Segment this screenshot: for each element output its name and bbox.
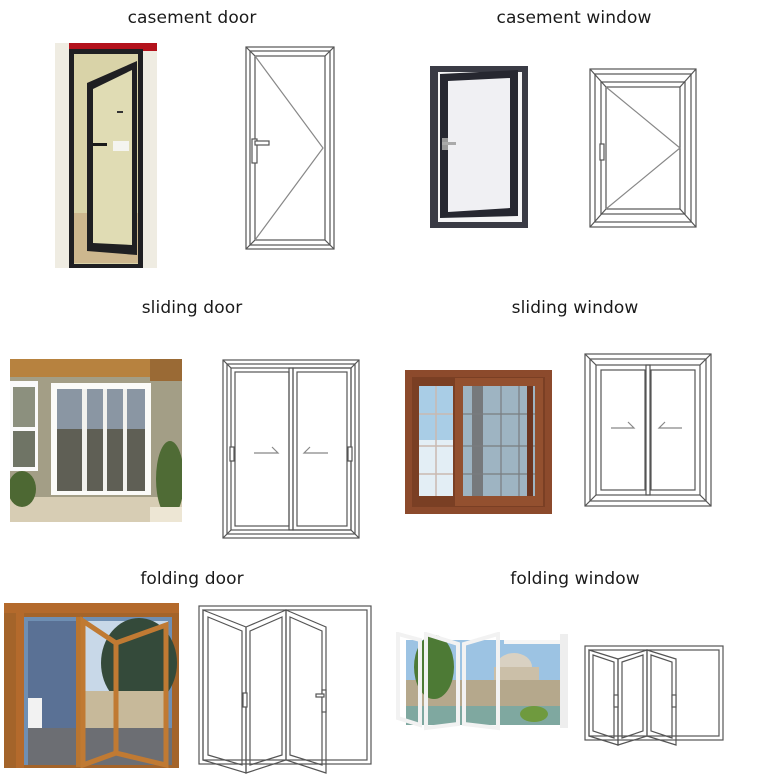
casement-window-drawing: [589, 68, 699, 230]
folding-window-photo: [394, 632, 569, 732]
casement-door-drawing: [245, 46, 337, 252]
title-casement-window: casement window: [496, 8, 652, 28]
title-sliding-window: sliding window: [511, 298, 639, 318]
folding-door-photo: [4, 603, 179, 768]
title-sliding-door: sliding door: [141, 298, 243, 318]
title-folding-door: folding door: [140, 569, 244, 589]
sliding-door-drawing: [222, 359, 362, 541]
sliding-window-drawing: [584, 353, 712, 507]
title-casement-door: casement door: [127, 8, 257, 28]
folding-door-drawing: [198, 605, 373, 775]
folding-window-drawing: [584, 645, 726, 747]
title-folding-window: folding window: [510, 569, 640, 589]
casement-door-photo: [55, 43, 157, 268]
casement-window-photo: [430, 66, 528, 228]
sliding-door-photo: [10, 359, 182, 522]
sliding-window-photo: [405, 370, 552, 514]
